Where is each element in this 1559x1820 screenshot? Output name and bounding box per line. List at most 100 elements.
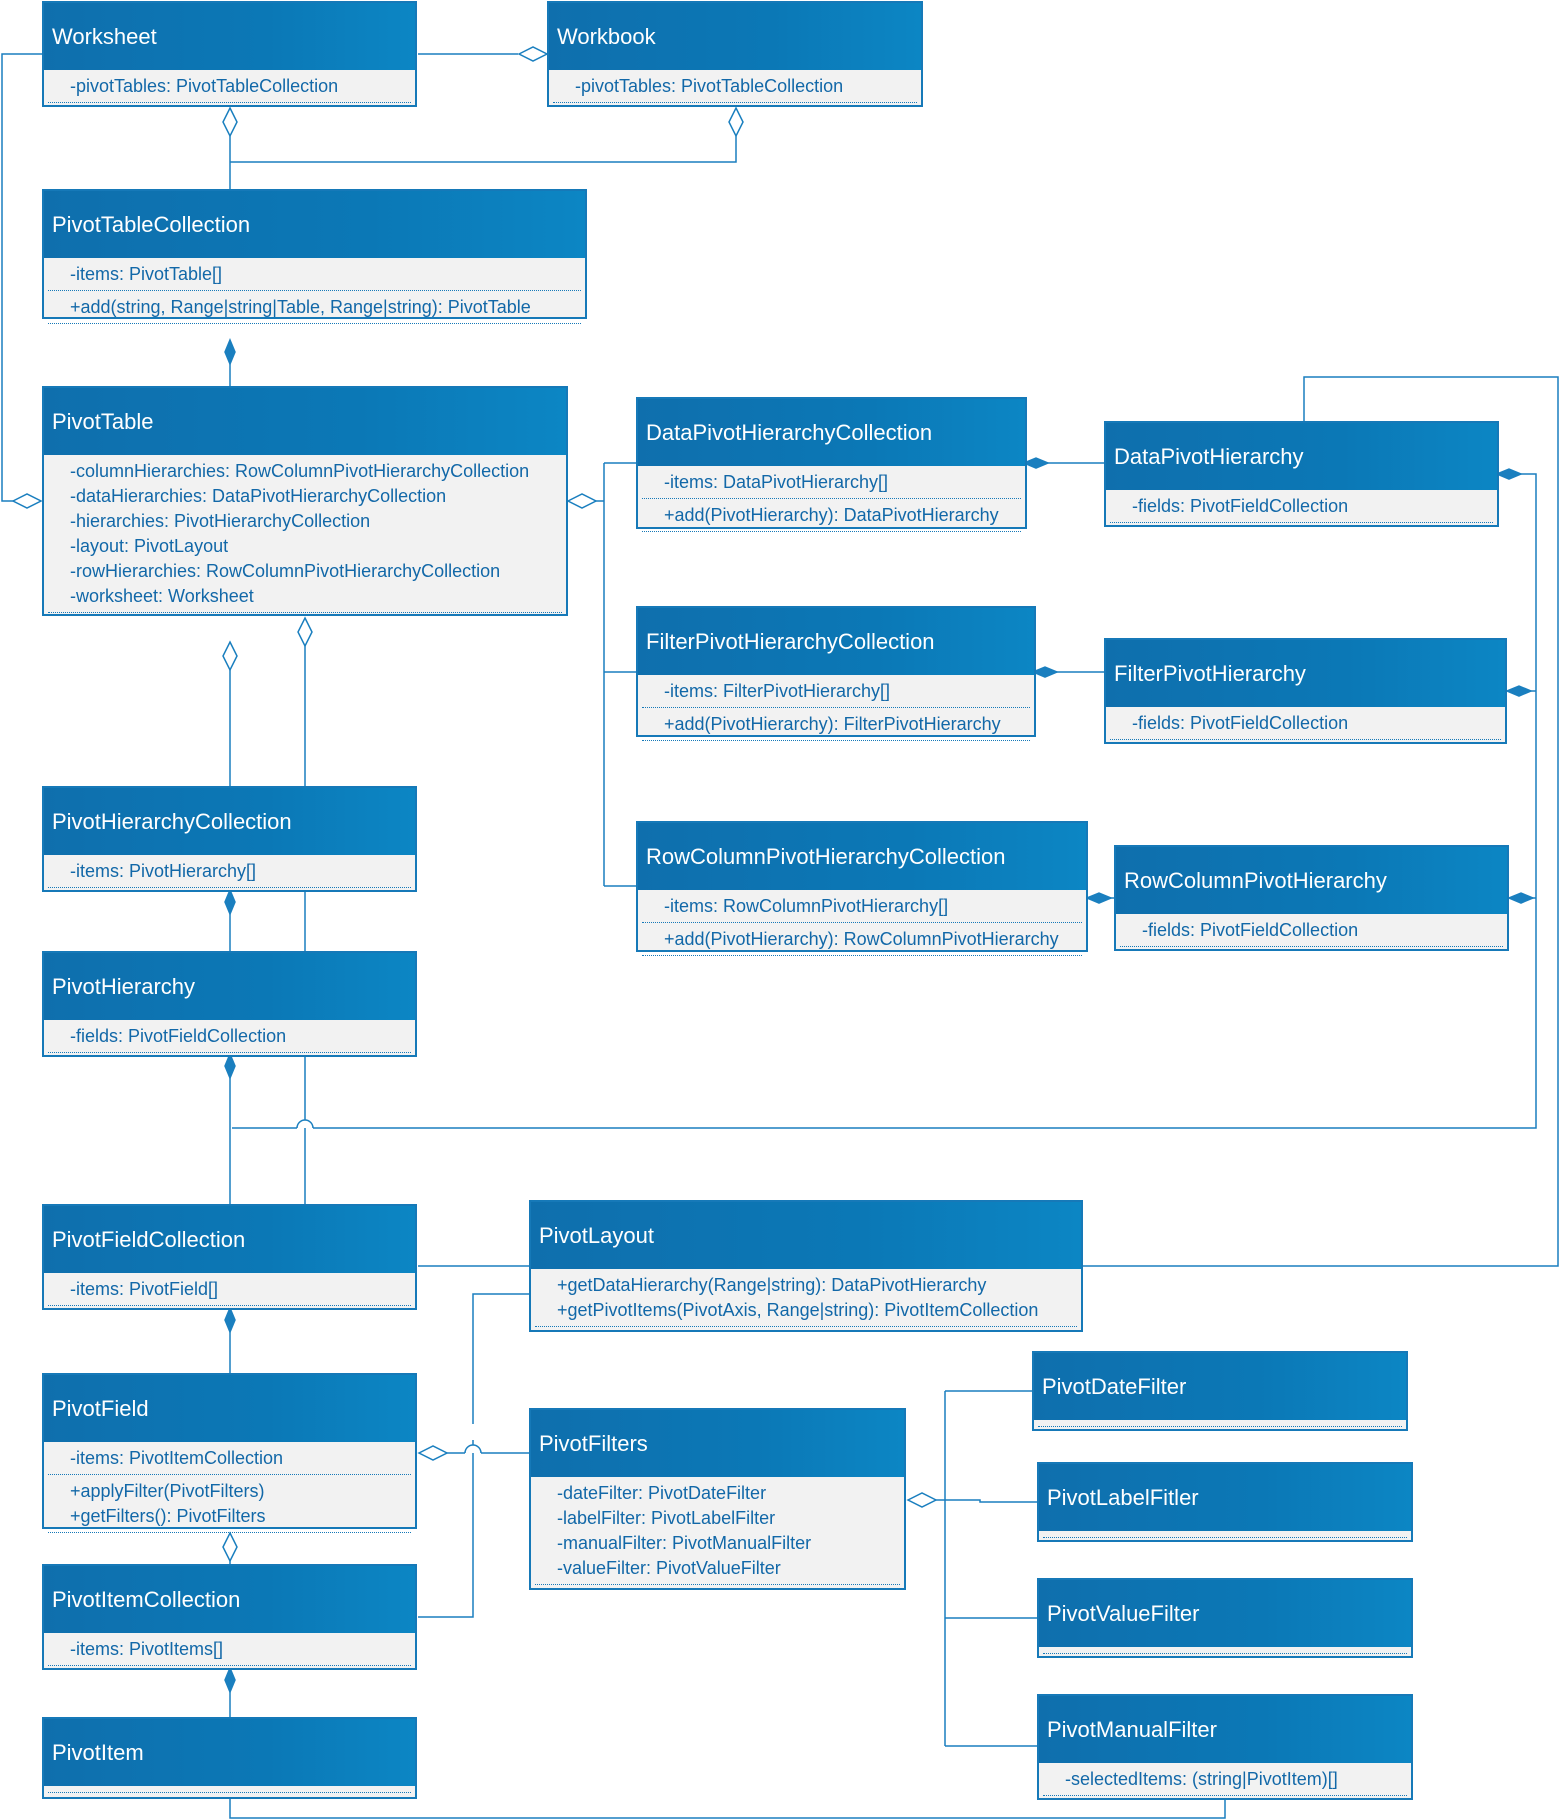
pivottablecollection-operations-section: +add(string, Range|string|Table, Range|s… (48, 291, 581, 324)
worksheet-attributes-section: -pivotTables: PivotTableCollection (48, 70, 411, 103)
class-pivotitemcollection[interactable]: PivotItemCollection-items: PivotItems[] (42, 1564, 417, 1670)
filterpivothierarchy-class-name: FilterPivotHierarchy (1106, 640, 1505, 707)
pivotfield-attributes-section: -items: PivotItemCollection (48, 1442, 411, 1475)
pivotfieldcollection-class-name: PivotFieldCollection (44, 1206, 415, 1273)
pivotfield-class-name: PivotField (44, 1375, 415, 1442)
pivottablecollection-member-0-0: -items: PivotTable[] (70, 264, 223, 284)
aggregation-diamond-48 (417, 1445, 449, 1461)
pivotitemcollection-member-0-0: -items: PivotItems[] (70, 1639, 224, 1659)
composition-diamond-32 (1495, 468, 1523, 480)
pivotitem-class-name: PivotItem (44, 1719, 415, 1786)
composition-diamond-57 (224, 1666, 236, 1694)
class-pivotfilters[interactable]: PivotFilters-dateFilter: PivotDateFilter… (529, 1408, 906, 1590)
pivothierarchycollection-class-name: PivotHierarchyCollection (44, 788, 415, 855)
pivotlayout-class-name: PivotLayout (531, 1202, 1081, 1269)
composition-diamond-6 (224, 338, 236, 366)
class-pivotitem[interactable]: PivotItem (42, 1717, 417, 1799)
pivotlayout-member-0-0: +getDataHierarchy(Range|string): DataPiv… (557, 1275, 987, 1295)
pivottablecollection-attributes-section: -items: PivotTable[] (48, 258, 581, 291)
connector-line-37 (1083, 376, 1559, 1267)
class-pivotfieldcollection[interactable]: PivotFieldCollection-items: PivotField[] (42, 1204, 417, 1310)
class-pivothierarchycollection[interactable]: PivotHierarchyCollection -items: PivotHie… (42, 786, 417, 892)
pivotfield-member-1-1: +getFilters(): PivotFilters (70, 1506, 266, 1526)
rowcolumnpivothierarchycollection-attributes-section: -items: RowColumnPivotHierarchy[] (642, 890, 1082, 923)
class-pivothierarchy[interactable]: PivotHierarchy -fields: PivotFieldCollect… (42, 951, 417, 1057)
pivotlayout-member-0-1: +getPivotItems(PivotAxis, Range|string):… (557, 1300, 1039, 1320)
rowcolumnpivothierarchycollection-member-0-0: -items: RowColumnPivotHierarchy[] (664, 896, 949, 916)
class-datapivothierarchy[interactable]: DataPivotHierarchy -fields: PivotFieldCol… (1104, 421, 1499, 527)
pivothierarchycollection-attributes-section: -items: PivotHierarchy[] (48, 855, 411, 888)
pivotlayout-attributes-section: +getDataHierarchy(Range|string): DataPiv… (535, 1269, 1077, 1327)
pivottablecollection-class-name: PivotTableCollection (44, 191, 585, 258)
class-worksheet[interactable]: Worksheet -pivotTables: PivotTableCollect… (42, 1, 417, 107)
composition-diamond-34 (1505, 685, 1533, 697)
aggregation-diamond-14 (566, 493, 598, 509)
pivottable-member-0-0: -columnHierarchies: RowColumnPivotHierar… (70, 461, 530, 481)
class-pivotlayout[interactable]: PivotLayout +getDataHierarchy(Range|strin… (529, 1200, 1083, 1332)
composition-diamond-40 (224, 1306, 236, 1334)
pivothierarchy-class-name: PivotHierarchy (44, 953, 415, 1020)
composition-diamond-16 (1022, 457, 1050, 469)
datapivothierarchycollection-member-1-0: +add(PivotHierarchy): DataPivotHierarchy (664, 505, 999, 525)
aggregation-diamond-42 (222, 1531, 238, 1563)
pivottablecollection-member-1-0: +add(string, Range|string|Table, Range|s… (70, 297, 531, 317)
pivotfieldcollection-attributes-section: -items: PivotField[] (48, 1273, 411, 1306)
composition-diamond-28 (224, 1052, 236, 1080)
aggregation-diamond-22 (222, 640, 238, 672)
class-filterpivothierarchycollection[interactable]: FilterPivotHierarchyCollection-items: Fi… (636, 606, 1036, 741)
filterpivothierarchy-attributes-section: -fields: PivotFieldCollection (1110, 707, 1501, 740)
class-pivotvaluefilter[interactable]: PivotValueFilter (1037, 1578, 1413, 1658)
pivotfilters-member-0-3: -valueFilter: PivotValueFilter (557, 1558, 781, 1578)
pivotfield-member-0-0: -items: PivotItemCollection (70, 1448, 284, 1468)
connector-line-2 (230, 136, 737, 163)
filterpivothierarchycollection-member-1-0: +add(PivotHierarchy): FilterPivotHierarc… (664, 714, 1001, 734)
line-jump-31 (296, 1119, 314, 1129)
class-pivotdatefilter[interactable]: PivotDateFilter (1032, 1351, 1408, 1431)
pivotfilters-member-0-0: -dateFilter: PivotDateFilter (557, 1483, 767, 1503)
pivotfilters-member-0-1: -labelFilter: PivotLabelFilter (557, 1508, 776, 1528)
composition-diamond-20 (1085, 892, 1113, 904)
pivottable-member-0-3: -layout: PivotLayout (70, 536, 229, 556)
pivotmanualfilter-class-name: PivotManualFilter (1039, 1696, 1411, 1763)
connector-line-43 (418, 1440, 474, 1618)
class-rowcolumnpivothierarchycollection[interactable]: RowColumnPivotHierarchyCollection-items:… (636, 821, 1088, 956)
pivothierarchycollection-member-0-0: -items: PivotHierarchy[] (70, 861, 257, 881)
worksheet-member-0-0: -pivotTables: PivotTableCollection (70, 76, 339, 96)
class-pivotfield[interactable]: PivotField -items: PivotItemCollection +ap… (42, 1373, 417, 1533)
pivotfilters-attributes-section: -dateFilter: PivotDateFilter -labelFilter… (535, 1477, 900, 1585)
pivothierarchy-member-0-0: -fields: PivotFieldCollection (70, 1026, 287, 1046)
class-datapivothierarchycollection[interactable]: DataPivotHierarchyCollection-items: Data… (636, 397, 1027, 532)
class-pivotmanualfilter[interactable]: PivotManualFilter -selectedItems: (string… (1037, 1694, 1413, 1800)
rowcolumnpivothierarchy-attributes-section: -fields: PivotFieldCollection (1120, 914, 1503, 947)
class-filterpivothierarchy[interactable]: FilterPivotHierarchy -fields: PivotFieldC… (1104, 638, 1507, 744)
rowcolumnpivothierarchy-class-name: RowColumnPivotHierarchy (1116, 847, 1507, 914)
class-rowcolumnpivothierarchy[interactable]: RowColumnPivotHierarchy -fields: PivotFie… (1114, 845, 1509, 951)
datapivothierarchy-class-name: DataPivotHierarchy (1106, 423, 1497, 490)
class-pivotlabelfitler[interactable]: PivotLabelFitler (1037, 1462, 1413, 1542)
filterpivothierarchycollection-attributes-section: -items: FilterPivotHierarchy[] (642, 675, 1030, 708)
pivotfield-member-1-0: +applyFilter(PivotFilters) (70, 1481, 265, 1501)
worksheet-class-name: Worksheet (44, 3, 415, 70)
pivottable-member-0-1: -dataHierarchies: DataPivotHierarchyColl… (70, 486, 447, 506)
connector-line-53 (945, 1499, 1037, 1503)
pivottable-member-0-5: -worksheet: Worksheet (70, 586, 254, 606)
pivottable-attributes-section: -columnHierarchies: RowColumnPivotHierar… (48, 455, 562, 613)
pivotvaluefilter-attributes-section (1043, 1647, 1407, 1654)
filterpivothierarchy-member-0-0: -fields: PivotFieldCollection (1132, 713, 1349, 733)
datapivothierarchycollection-class-name: DataPivotHierarchyCollection (638, 399, 1025, 466)
class-pivottable[interactable]: PivotTable-columnHierarchies: RowColumnP… (42, 386, 568, 616)
aggregation-diamond-4 (728, 106, 744, 138)
rowcolumnpivothierarchy-member-0-0: -fields: PivotFieldCollection (1142, 920, 1359, 940)
workbook-attributes-section: -pivotTables: PivotTableCollection (553, 70, 917, 103)
class-pivottablecollection[interactable]: PivotTableCollection -items: PivotTable[]… (42, 189, 587, 324)
pivotmanualfilter-member-0-0: -selectedItems: (string|PivotItem)[] (1065, 1769, 1338, 1789)
composition-diamond-18 (1031, 666, 1059, 678)
class-workbook[interactable]: Workbook-pivotTables: PivotTableCollecti… (547, 1, 923, 107)
pivotlabelfitler-class-name: PivotLabelFitler (1039, 1464, 1411, 1531)
datapivothierarchy-member-0-0: -fields: PivotFieldCollection (1132, 496, 1349, 516)
pivothierarchy-attributes-section: -fields: PivotFieldCollection (48, 1020, 411, 1053)
pivotitemcollection-attributes-section: -items: PivotItems[] (48, 1633, 411, 1666)
composition-diamond-26 (224, 888, 236, 916)
